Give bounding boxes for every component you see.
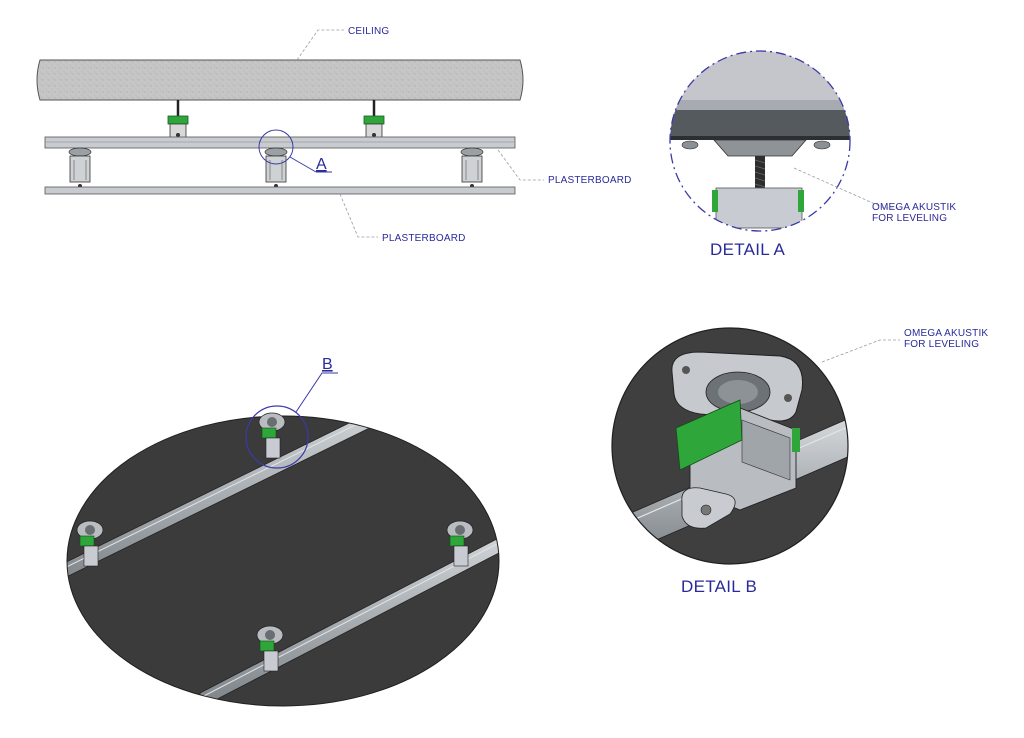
callout-circle-a (258, 129, 294, 165)
omega-akustik-hanger-icon (258, 412, 286, 459)
omega-b-label-line2: FOR LEVELING (904, 339, 979, 350)
detail-b-title: DETAIL B (681, 577, 757, 596)
omega-akustik-hanger-icon (76, 520, 104, 567)
ceiling-label: CEILING (348, 26, 389, 37)
detail-a-frame (669, 50, 851, 232)
omega-a-label-line2: FOR LEVELING (872, 213, 947, 224)
plasterboard-top (44, 136, 516, 149)
detail-b-frame (611, 327, 849, 565)
omega-a-label-line1: OMEGA AKUSTIK (872, 202, 956, 213)
ceiling-slab (36, 59, 524, 101)
omega-akustik-hanger-icon (167, 115, 189, 139)
elevation-view: CEILING PLASTERBOARD PLASTERBOARD A (36, 26, 632, 244)
isolator-pad (713, 139, 807, 157)
threaded-rod-icon (755, 156, 765, 192)
omega-akustik-hanger-icon (363, 115, 385, 139)
detail-a-view: OMEGA AKUSTIK FOR LEVELING DETAIL A (669, 50, 956, 259)
omega-akustik-hanger-icon (446, 520, 474, 567)
detail-b-view: OMEGA AKUSTIK FOR LEVELING DETAIL B (611, 327, 988, 596)
detail-a-title: DETAIL A (710, 240, 786, 259)
isometric-view: B (66, 356, 500, 707)
channel-rail (67, 416, 401, 591)
omega-b-label-line1: OMEGA AKUSTIK (904, 328, 988, 339)
omega-akustik-hanger-icon (264, 147, 288, 188)
omega-akustik-hanger-icon (715, 187, 803, 229)
callout-b-label: B (322, 356, 333, 373)
omega-akustik-hanger-icon (460, 147, 484, 188)
plasterboard-bottom-label: PLASTERBOARD (382, 233, 466, 244)
callout-a-label: A (316, 156, 327, 173)
omega-akustik-hanger-icon (68, 147, 92, 188)
callout-circle-b (245, 405, 309, 469)
plasterboard-top-label: PLASTERBOARD (548, 175, 632, 186)
plasterboard-bottom (44, 186, 516, 195)
omega-akustik-hanger-icon (256, 625, 284, 672)
